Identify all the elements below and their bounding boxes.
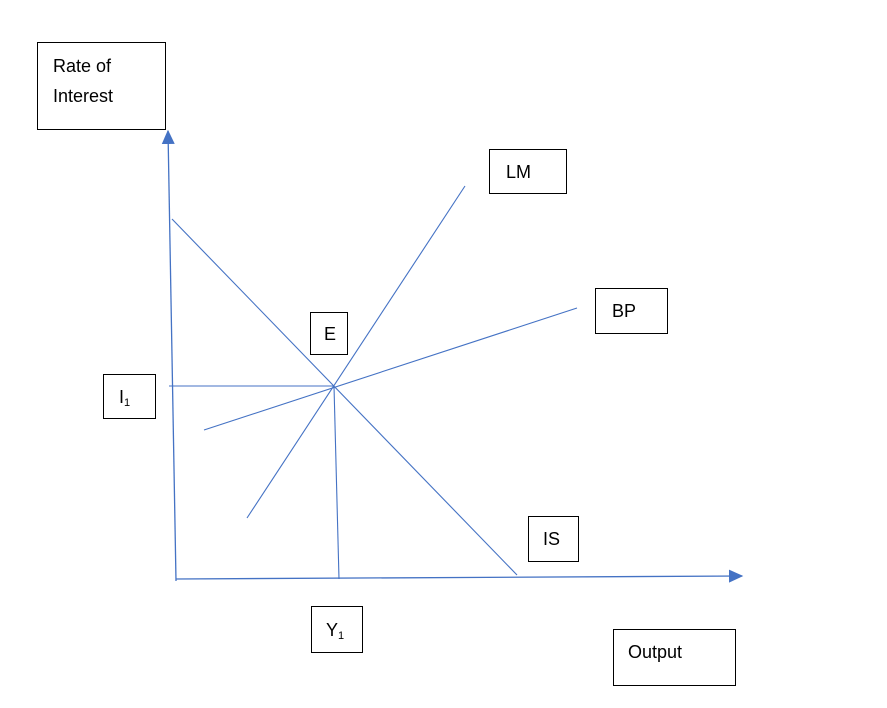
bp-curve-label: BP (595, 288, 668, 334)
is-curve-label: IS (528, 516, 579, 562)
output-guide-line (333, 385, 340, 580)
output-level-label-subscript: 1 (338, 630, 345, 642)
lm-curve (246, 185, 466, 519)
interest-rate-label-base: I (119, 387, 125, 407)
interest-rate-label-subscript: 1 (124, 397, 131, 409)
x-axis-label: Output (613, 629, 736, 686)
x-axis-line (175, 569, 744, 583)
y-axis-label-line-1: Rate of (53, 56, 112, 76)
y-axis-label-line-2: Interest (53, 86, 114, 106)
equilibrium-label: E (310, 312, 348, 355)
lm-curve-label: LM (489, 149, 567, 194)
output-level-label: Y1 (311, 606, 363, 653)
interest-rate-label: I1 (103, 374, 156, 419)
bp-curve (203, 307, 578, 431)
y-axis-line (161, 129, 177, 582)
is-curve (171, 218, 518, 576)
output-level-label-base: Y (326, 620, 339, 640)
y-axis-label: Rate of Interest (37, 42, 166, 130)
